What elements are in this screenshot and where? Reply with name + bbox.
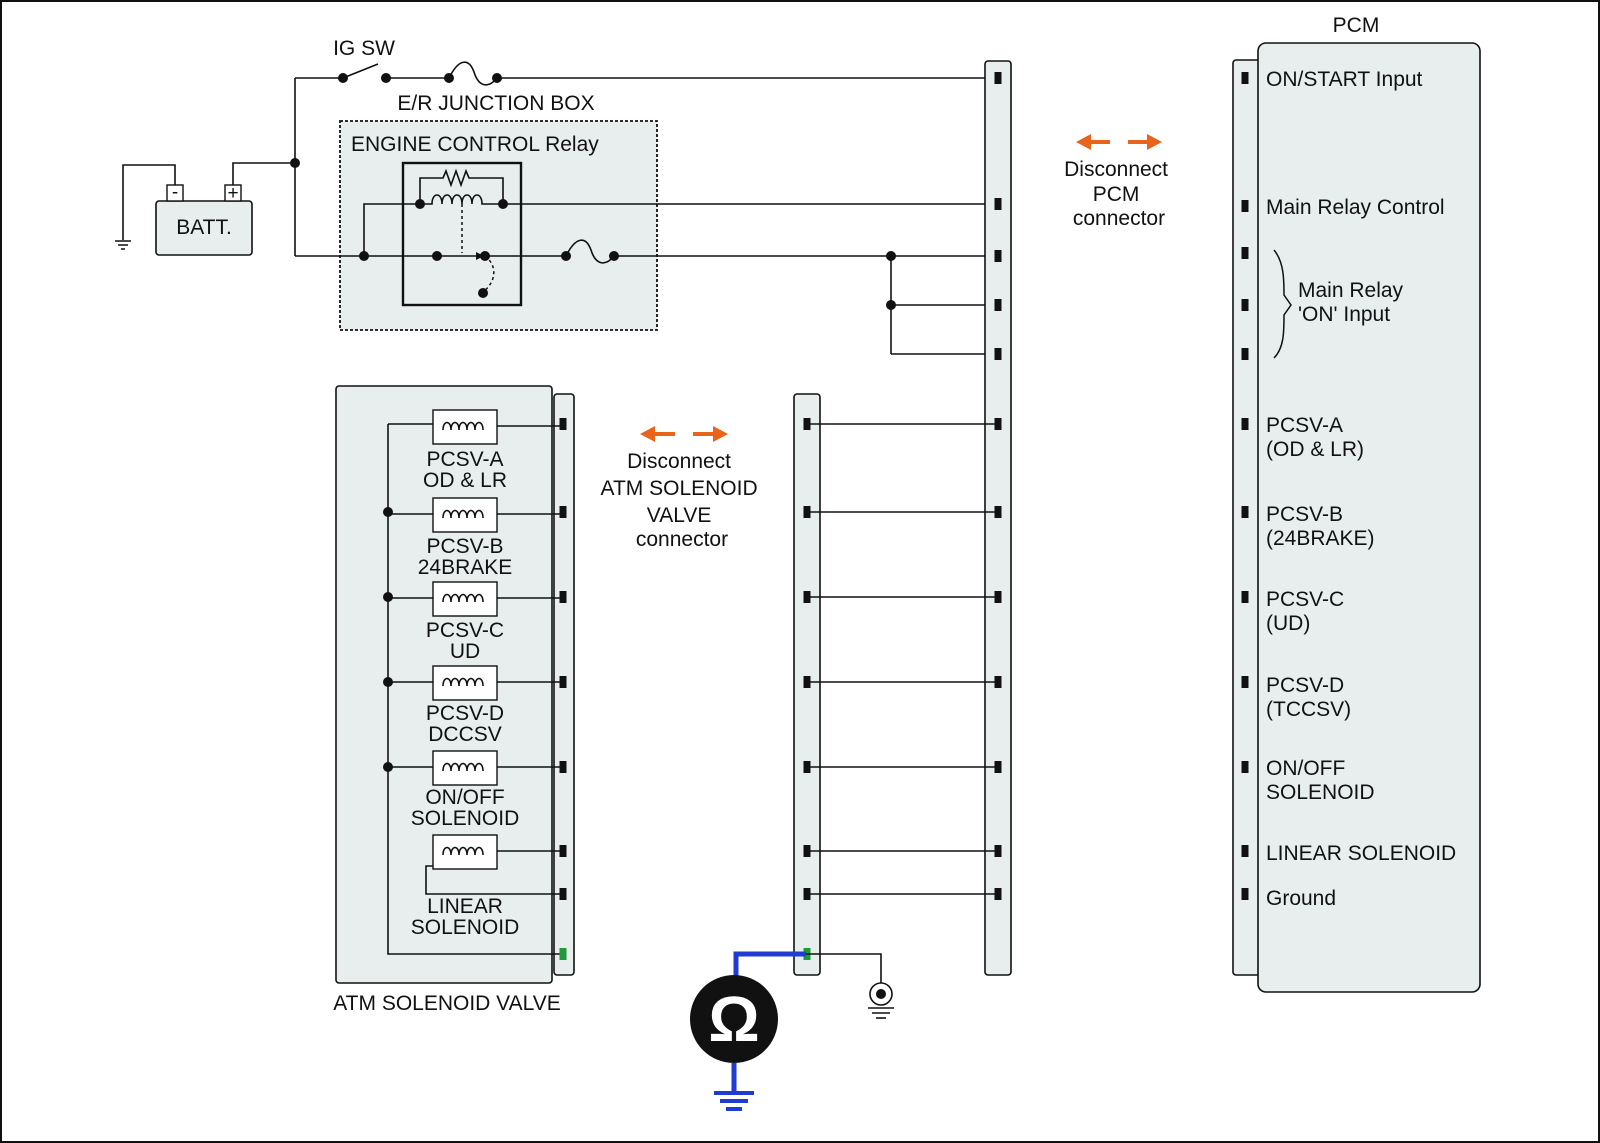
pcm-pin-9 (1241, 676, 1249, 688)
harness-pin-3 (803, 591, 811, 603)
pcm-pin-label: PCSV-D(TCCSV) (1266, 674, 1351, 721)
pcm-pin-8 (1241, 591, 1249, 603)
pcm-pin-7 (1241, 506, 1249, 518)
ground-icon (115, 240, 131, 250)
connector-pin-4 (994, 299, 1002, 311)
valve-pin-7 (559, 888, 567, 900)
ig-sw-label: IG SW (333, 37, 395, 60)
valve-pin-6 (559, 845, 567, 857)
valve-pin-5 (559, 761, 567, 773)
valve-pin-3 (559, 591, 567, 603)
ground-icon (714, 1091, 754, 1111)
pcm-pin-3 (1241, 247, 1249, 259)
pcm-pin-5 (1241, 348, 1249, 360)
harness-pin-5 (803, 761, 811, 773)
pcm-title: PCM (1333, 14, 1380, 37)
valve-pin-2 (559, 506, 567, 518)
harness-pin-6 (803, 845, 811, 857)
pcm-pin-12 (1241, 888, 1249, 900)
pcm-pin-6 (1241, 418, 1249, 430)
pcm-pin-1 (1241, 72, 1249, 84)
pcm-pin-label: PCSV-A(OD & LR) (1266, 414, 1364, 461)
battery-minus-label: - (172, 182, 178, 203)
pcm-pin-label: Ground (1266, 887, 1336, 910)
battery-plus-label: + (227, 183, 238, 204)
pcm-pin-label: Main Relay Control (1266, 196, 1445, 219)
ohm-symbol: Ω (708, 983, 759, 1055)
valve-pin-1 (559, 418, 567, 430)
pcm-pin-label: PCSV-B(24BRAKE) (1266, 503, 1375, 550)
connector-pin-5 (994, 348, 1002, 360)
relay-coil-icon (419, 168, 504, 253)
disconnect-atm-note: Disconnect ATM SOLENOID VALVE connector (601, 450, 764, 551)
pcm-pin-label: ON/START Input (1266, 68, 1423, 91)
main-relay-brace (1273, 249, 1292, 359)
pcm-pin-label: PCSV-C(UD) (1266, 588, 1344, 635)
junction-box-label: E/R JUNCTION BOX (397, 92, 594, 115)
connector-pin-2 (994, 198, 1002, 210)
pcm-pin-label: Main Relay'ON' Input (1298, 279, 1404, 326)
battery: - + BATT. (155, 182, 253, 256)
pcm-pin-label: LINEAR SOLENOID (1266, 842, 1456, 865)
pcm-pin-10 (1241, 761, 1249, 773)
atm-solenoid-valve-label: ATM SOLENOID VALVE (333, 992, 561, 1015)
connector-pin-1 (994, 72, 1002, 84)
disconnect-arrow-icon (1076, 134, 1162, 150)
pcm-pin-11 (1241, 845, 1249, 857)
valve-pin-ground (559, 948, 567, 960)
pcm-pin-2 (1241, 200, 1249, 212)
disconnect-arrow-icon (640, 426, 728, 442)
engine-control-relay-box (339, 120, 658, 331)
valve-pin-4 (559, 676, 567, 688)
connector-pin-3 (994, 250, 1002, 262)
harness-pin-1 (803, 418, 811, 430)
harness-pin-2 (803, 506, 811, 518)
harness-pin-7 (803, 888, 811, 900)
chassis-ground-icon (868, 982, 894, 1019)
engine-relay-label: ENGINE CONTROL Relay (351, 133, 599, 156)
battery-label: BATT. (176, 216, 232, 239)
ohmmeter-icon (690, 975, 778, 1063)
pcm-pin-4 (1241, 299, 1249, 311)
pcm-body (1257, 42, 1481, 993)
harness-pin-4 (803, 676, 811, 688)
relay-housing (401, 161, 523, 307)
disconnect-pcm-note: Disconnect PCM connector (1064, 158, 1174, 230)
